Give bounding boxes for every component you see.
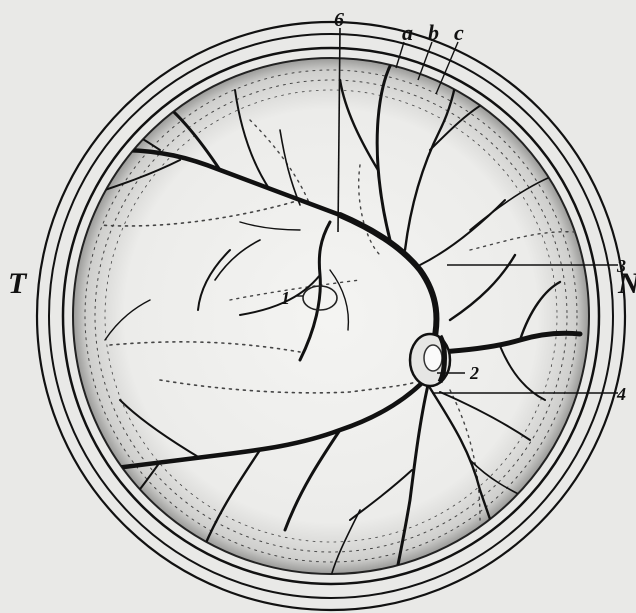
label-nasal: N [617,267,636,300]
label-1: 1 [281,288,290,308]
label-c: c [454,20,464,45]
optic-disc [410,334,450,386]
label-6: 6 [334,9,344,31]
label-temporal: T [8,267,28,300]
label-2: 2 [469,363,479,383]
label-4: 4 [616,384,626,404]
label-a: a [402,20,413,45]
label-b: b [428,20,439,45]
fundus-disc [73,58,589,574]
